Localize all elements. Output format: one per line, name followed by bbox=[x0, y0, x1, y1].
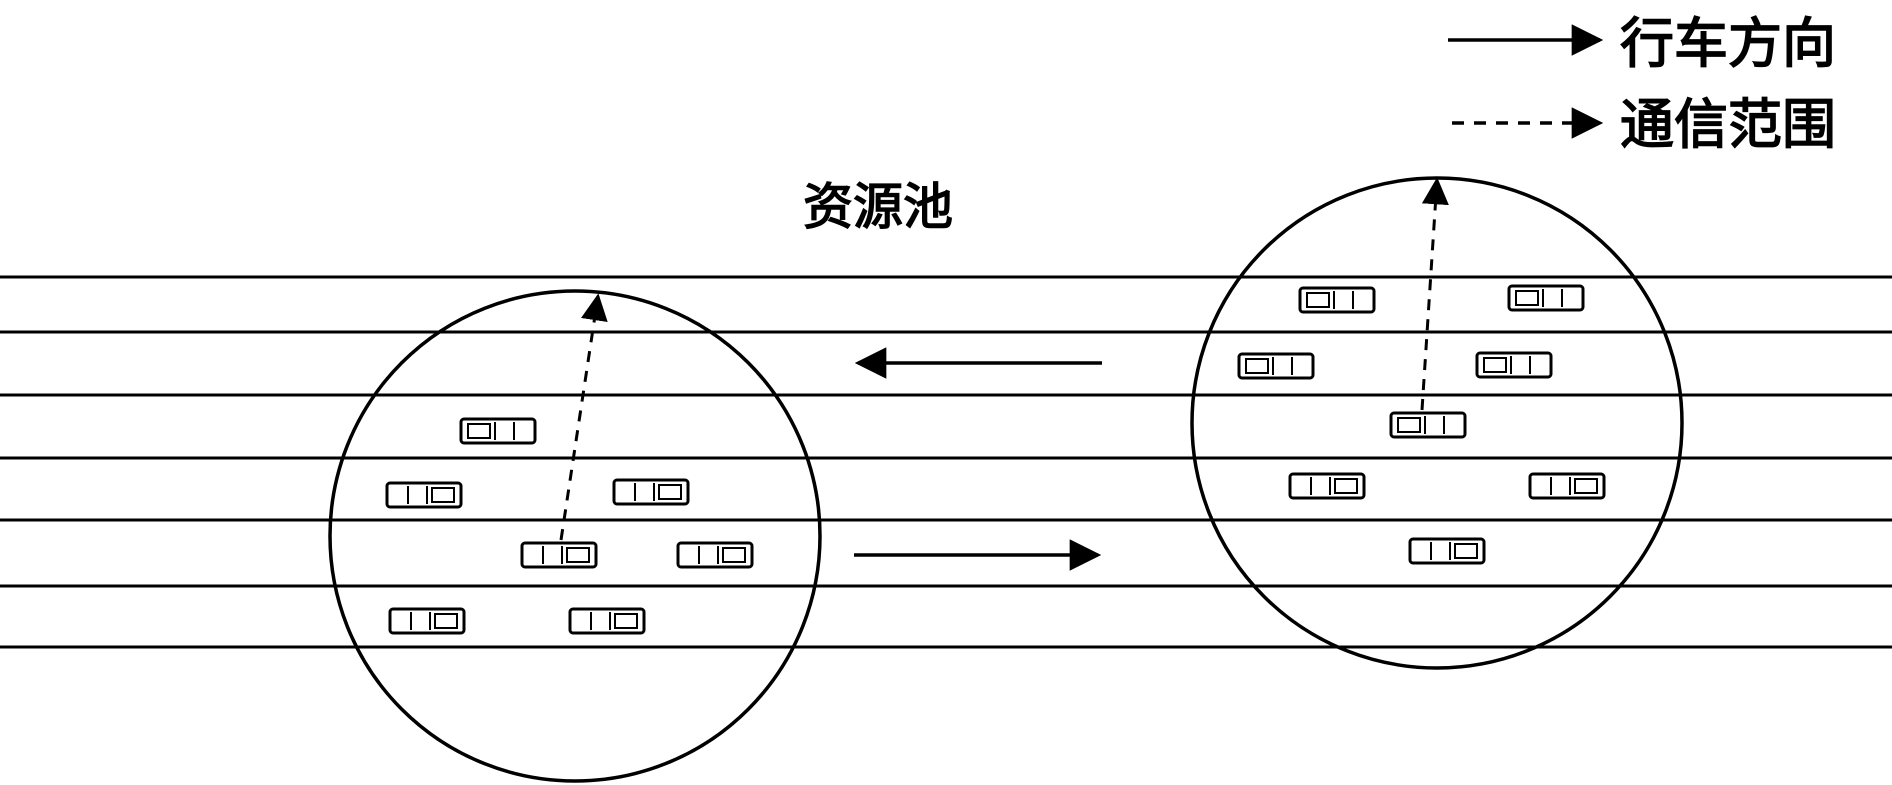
vehicles-left-cluster bbox=[385, 417, 754, 635]
vehicle bbox=[612, 478, 690, 506]
vehicle-transmitter bbox=[520, 541, 598, 569]
communication-range-arrow-left bbox=[559, 293, 608, 541]
lane-lines bbox=[0, 275, 1892, 649]
vehicle bbox=[1237, 352, 1315, 380]
vehicles-right-cluster bbox=[1237, 284, 1606, 565]
vehicle bbox=[459, 417, 537, 445]
vehicle bbox=[1507, 284, 1585, 312]
vehicle bbox=[1475, 351, 1553, 379]
vehicle bbox=[1528, 472, 1606, 500]
legend-solid-label: 行车方向 bbox=[1620, 12, 1836, 75]
resource-pool-label: 资源池 bbox=[803, 178, 953, 236]
vehicle bbox=[568, 607, 646, 635]
vehicle bbox=[385, 481, 463, 509]
vehicle bbox=[1288, 472, 1366, 500]
legend: 行车方向 通信范围 bbox=[1448, 12, 1836, 156]
vehicle bbox=[1298, 286, 1376, 314]
communication-range-circle-left bbox=[328, 289, 822, 783]
legend-dashed-label: 通信范围 bbox=[1620, 93, 1836, 156]
vehicle bbox=[676, 541, 754, 569]
communication-range-arrow-right bbox=[1420, 177, 1449, 411]
vehicle bbox=[388, 607, 466, 635]
vehicle-transmitter bbox=[1389, 411, 1467, 439]
vehicle bbox=[1408, 537, 1486, 565]
